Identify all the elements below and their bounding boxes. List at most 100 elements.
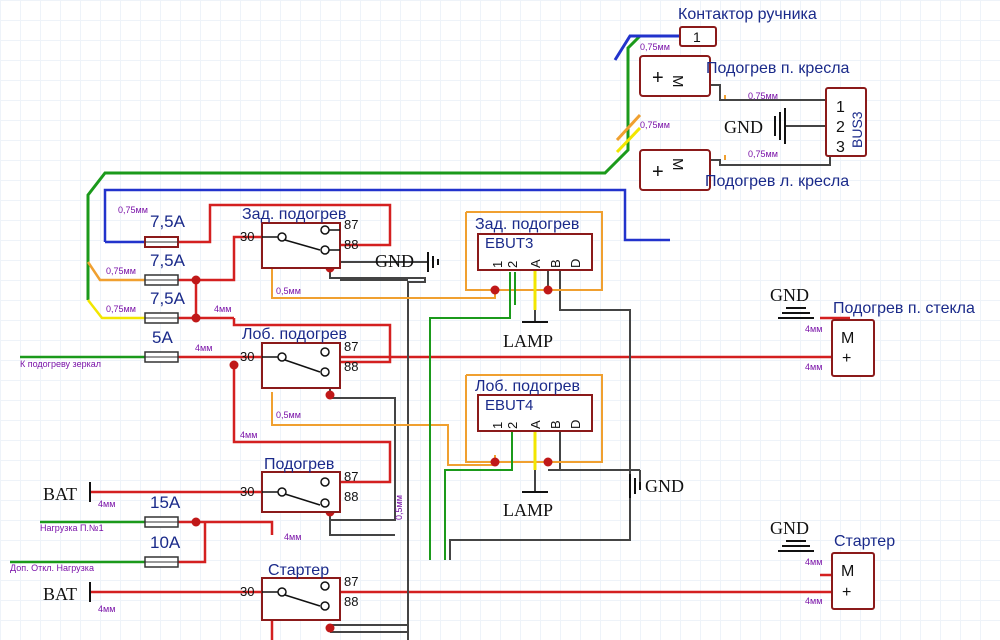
red-wires <box>90 203 850 640</box>
gnd-starter: GND <box>770 518 814 552</box>
wire-blue-long <box>103 188 670 242</box>
starter-title: Стартер <box>834 533 895 550</box>
ebut4-connector: Лоб. подогрев EBUT4 1 2 A B D <box>475 378 593 432</box>
gnd-relay1: GND <box>375 251 439 272</box>
gnd-glass-label: GND <box>770 285 809 305</box>
gnd-ebut4: GND <box>629 474 684 498</box>
fuse-6: 10A <box>144 533 181 568</box>
ebut3-name: EBUT3 <box>485 235 533 252</box>
relay-1-label: Зад. подогрев <box>242 206 346 223</box>
starter-m: M <box>841 563 854 580</box>
relay-4-pin88: 88 <box>344 594 358 609</box>
seat-right-plus: + <box>652 67 664 89</box>
fuse-5-rating: 15A <box>150 493 181 512</box>
seat-left-plus: + <box>652 161 664 183</box>
relay-4: Стартер 30 87 88 <box>240 562 358 621</box>
wire-yellow-seat <box>615 126 642 154</box>
starter-wire-1: 4мм <box>805 557 822 567</box>
ebut3-pin-1: 1 <box>490 261 505 268</box>
starter-plus: + <box>842 584 851 601</box>
bus3-pin-3: 3 <box>836 139 845 156</box>
relay-2-pin30: 30 <box>240 349 254 364</box>
wire-label-05-1: 0,5мм <box>276 286 301 296</box>
relay-1-pin87: 87 <box>344 217 358 232</box>
fuse-3: 7,5A 0,75мм <box>106 289 186 324</box>
fuse-3-rating: 7,5A <box>150 289 186 308</box>
gnd-relay1-label: GND <box>375 251 414 271</box>
gnd-starter-label: GND <box>770 518 809 538</box>
ebut3-group-title: Зад. подогрев <box>475 216 579 233</box>
fuse-6-rating: 10A <box>150 533 181 552</box>
gnd-seat-label: GND <box>724 117 763 137</box>
wire-blue-handbrake <box>613 34 680 61</box>
starter-wire-2: 4мм <box>805 596 822 606</box>
bus3-pin-2: 2 <box>836 119 845 136</box>
bat-2-label: BAT <box>43 584 77 604</box>
seat-wire-label-2: 0,75мм <box>640 120 670 130</box>
wire-label-05-2: 0,5мм <box>276 410 301 420</box>
relay-4-label: Стартер <box>268 562 329 579</box>
relay-2-pin87: 87 <box>344 339 358 354</box>
seat-right-m: M <box>669 75 686 88</box>
wire-label-4-3: 4мм <box>240 430 257 440</box>
fuse-3-wire: 0,75мм <box>106 304 136 314</box>
glass-plus: + <box>842 350 851 367</box>
fuse-4-rating: 5A <box>152 328 173 347</box>
handbrake-wire: 0,75мм <box>640 42 670 52</box>
handbrake-contactor: 1 Контактор ручника 0,75мм <box>640 6 817 52</box>
ebut4-pin-1: 1 <box>490 422 505 429</box>
glass-title: Подогрев п. стекла <box>833 300 975 317</box>
relay-3: Подогрев 30 87 88 <box>240 456 358 513</box>
ebut4-pin-D: D <box>568 420 583 429</box>
load-1: Нагрузка П.№1 <box>40 523 104 533</box>
fuse-1-rating: 7,5A <box>150 212 186 231</box>
wire-label-4-4: 4мм <box>284 532 301 542</box>
wire-yellow-fuse3 <box>87 299 145 320</box>
wire-label-4-2: 4мм <box>195 343 212 353</box>
bat-1-label: BAT <box>43 484 77 504</box>
fuse-4: 5A <box>144 328 179 363</box>
wire-orange-seat <box>615 113 642 142</box>
glass-wire-2: 4мм <box>805 362 822 372</box>
relay-1-pin30: 30 <box>240 229 254 244</box>
fuse-2: 7,5A 0,75мм <box>106 251 186 286</box>
relay-2-label: Лоб. подогрев <box>242 326 347 343</box>
junction-dots <box>191 263 553 633</box>
bus3-pin-1: 1 <box>836 99 845 116</box>
ebut4-pin-A: A <box>528 420 543 429</box>
seat-wire-label-1: 0,75мм <box>748 91 778 101</box>
relay-2-pin88: 88 <box>344 359 358 374</box>
lamp-1: LAMP <box>503 321 553 351</box>
ebut3-pin-2: 2 <box>505 261 520 268</box>
seat-left-motor: + M Подогрев л. кресла <box>639 149 849 191</box>
black-wires <box>329 261 641 640</box>
ebut3-pin-A: A <box>528 259 543 268</box>
glass-heat-motor: M + Подогрев п. стекла 4мм 4мм <box>805 300 975 377</box>
fuse-1: 7,5A 0,75мм <box>118 205 186 248</box>
lamp-2: LAMP <box>503 491 553 520</box>
relay-1-pin88: 88 <box>344 237 358 252</box>
ebut4-pin-2: 2 <box>505 422 520 429</box>
ebut4-name: EBUT4 <box>485 397 533 414</box>
ebut3-pin-B: B <box>548 259 563 268</box>
ebut3-pin-D: D <box>568 259 583 268</box>
ebut3-connector: Зад. подогрев EBUT3 1 2 A B D <box>475 216 593 271</box>
lamp-1-label: LAMP <box>503 331 553 351</box>
seat-right-motor: + M Подогрев п. кресла <box>639 55 850 97</box>
relay-2: Лоб. подогрев 30 87 88 <box>240 326 358 389</box>
seat-left-title: Подогрев л. кресла <box>705 173 849 190</box>
bat-2-wire: 4мм <box>98 604 115 614</box>
load-mirrors: К подогреву зеркал <box>20 359 101 369</box>
relay-4-pin87: 87 <box>344 574 358 589</box>
bat-2: BAT 4мм <box>43 582 115 614</box>
gnd-ebut4-label: GND <box>645 476 684 496</box>
glass-m: M <box>841 330 854 347</box>
bat-1-wire: 4мм <box>98 499 115 509</box>
fuse-2-wire: 0,75мм <box>106 266 136 276</box>
wire-green-main <box>86 34 642 300</box>
seat-left-m: M <box>669 158 686 171</box>
load-disc: Доп. Откл. Нагрузка <box>10 563 94 573</box>
relay-3-pin88: 88 <box>344 489 358 504</box>
lamp-2-label: LAMP <box>503 500 553 520</box>
